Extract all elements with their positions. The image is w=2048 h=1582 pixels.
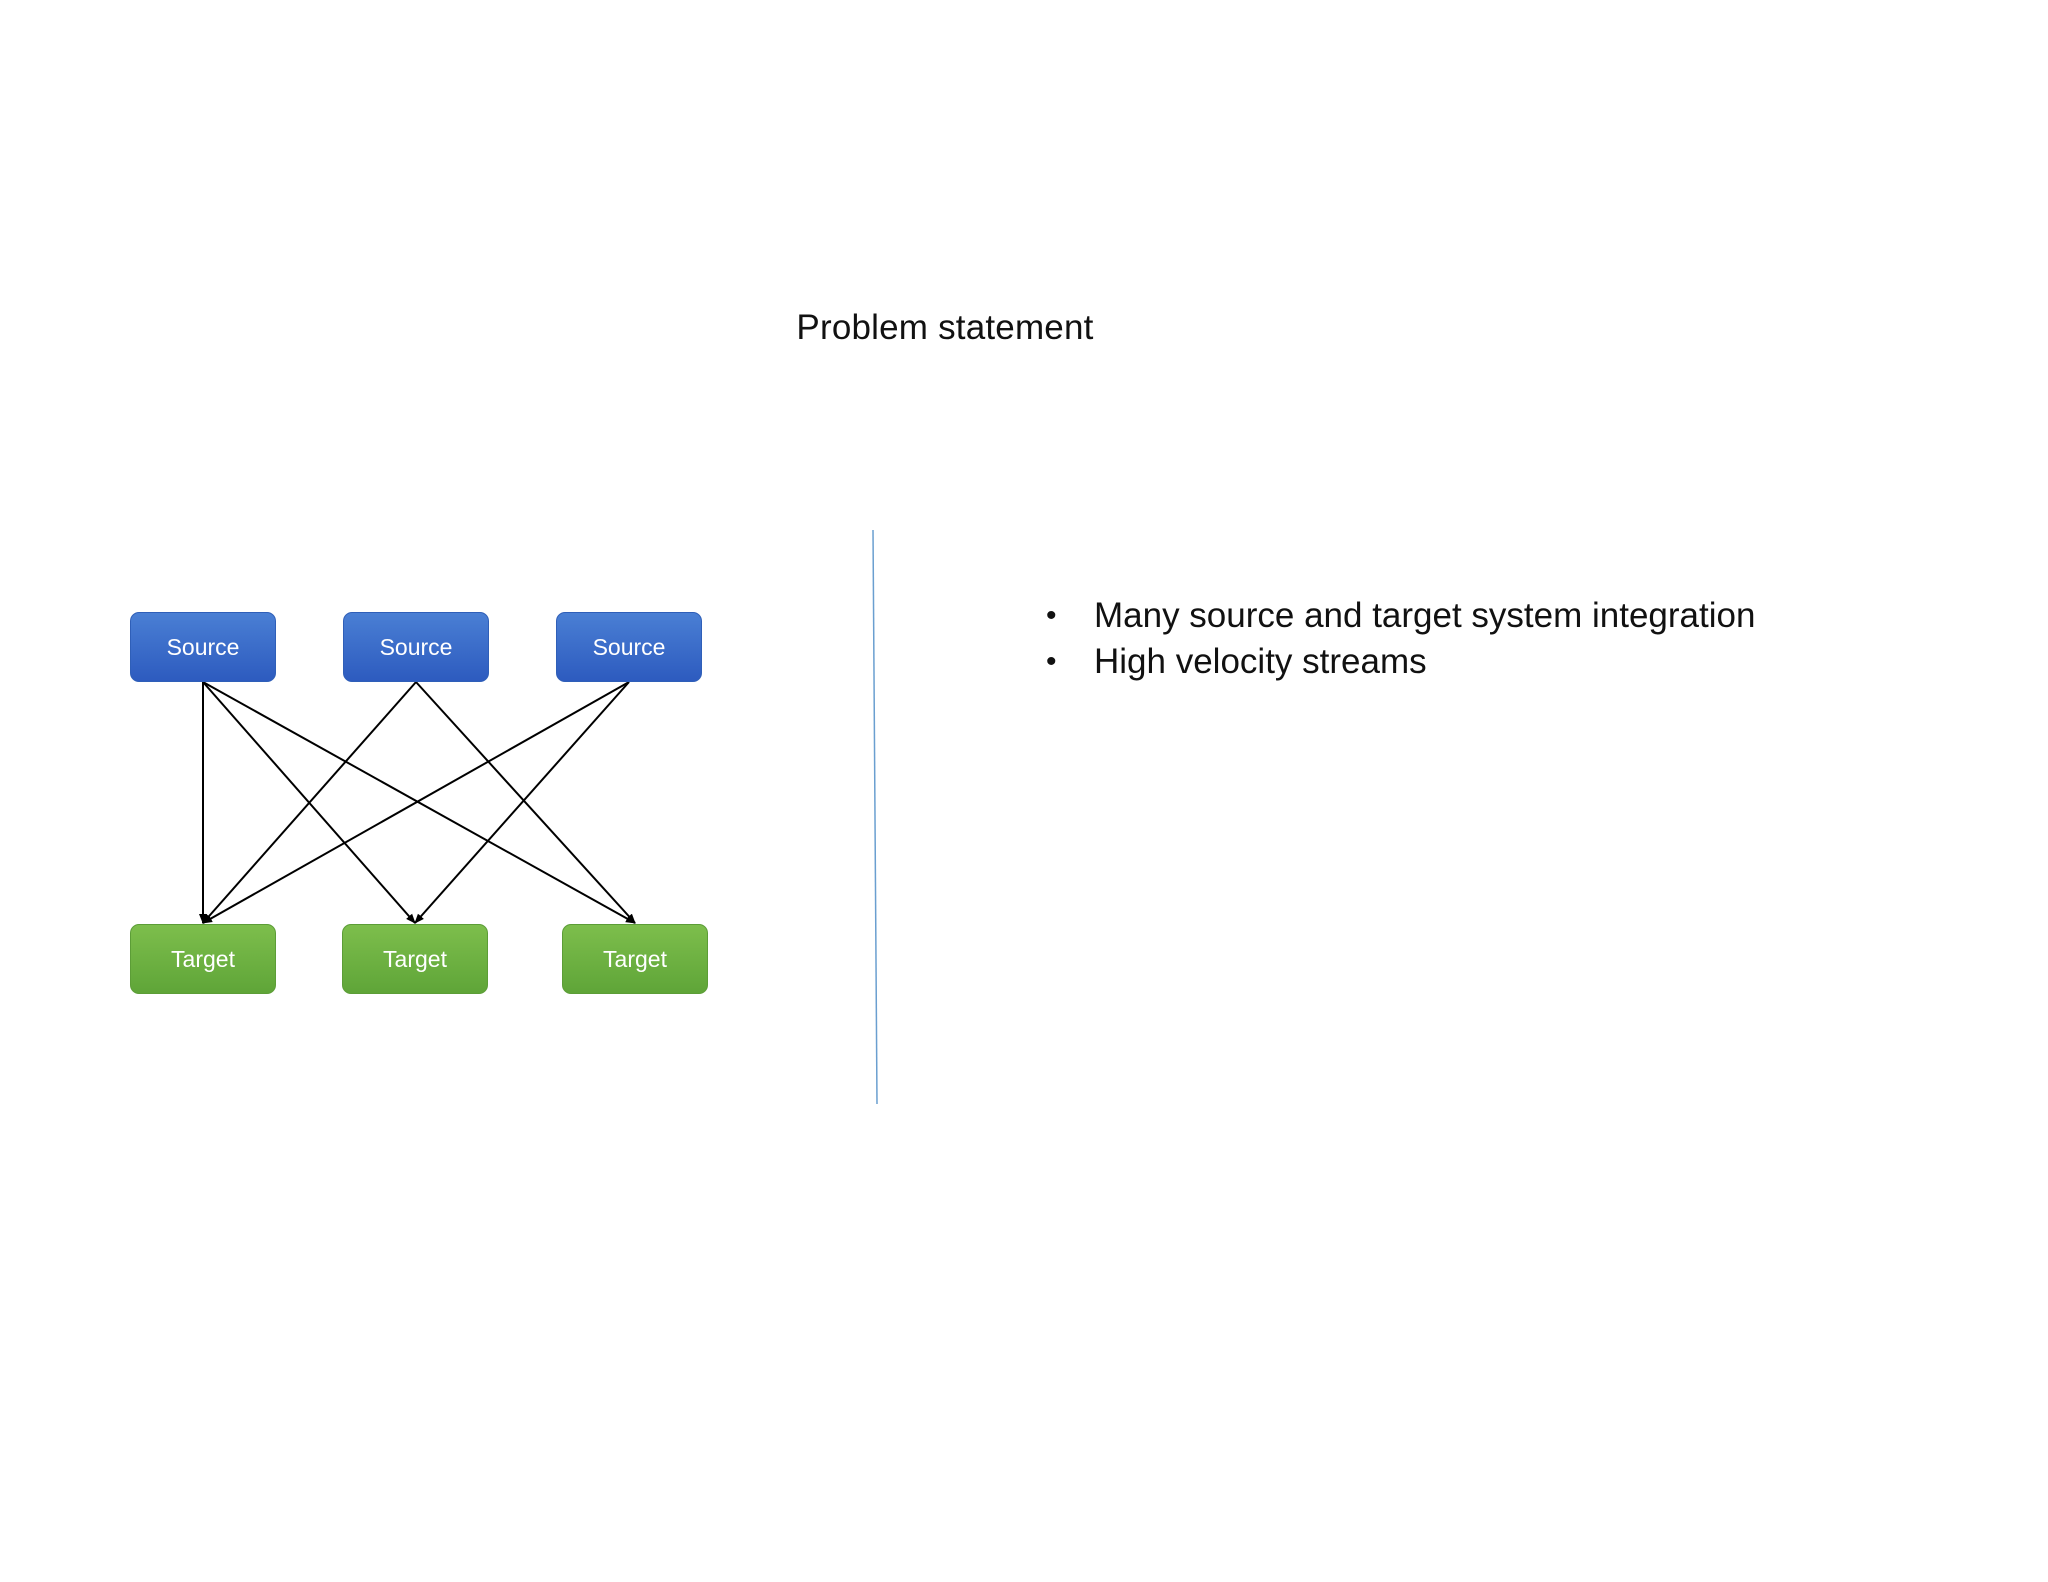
slide-title: Problem statement <box>796 308 1094 347</box>
bullet-dot: • <box>1046 599 1057 632</box>
source-node: Source <box>130 612 276 682</box>
source-node: Source <box>556 612 702 682</box>
bullet-item: • Many source and target system integrati… <box>1040 593 1755 639</box>
bullet-list: • Many source and target system integrati… <box>1040 593 1755 685</box>
bullet-dot: • <box>1046 645 1057 678</box>
target-node: Target <box>562 924 708 994</box>
target-node: Target <box>130 924 276 994</box>
bullet-text: Many source and target system integratio… <box>1094 596 1756 635</box>
bullet-item: • High velocity streams <box>1040 639 1755 685</box>
source-node: Source <box>343 612 489 682</box>
bullet-text: High velocity streams <box>1094 642 1427 681</box>
target-node: Target <box>342 924 488 994</box>
